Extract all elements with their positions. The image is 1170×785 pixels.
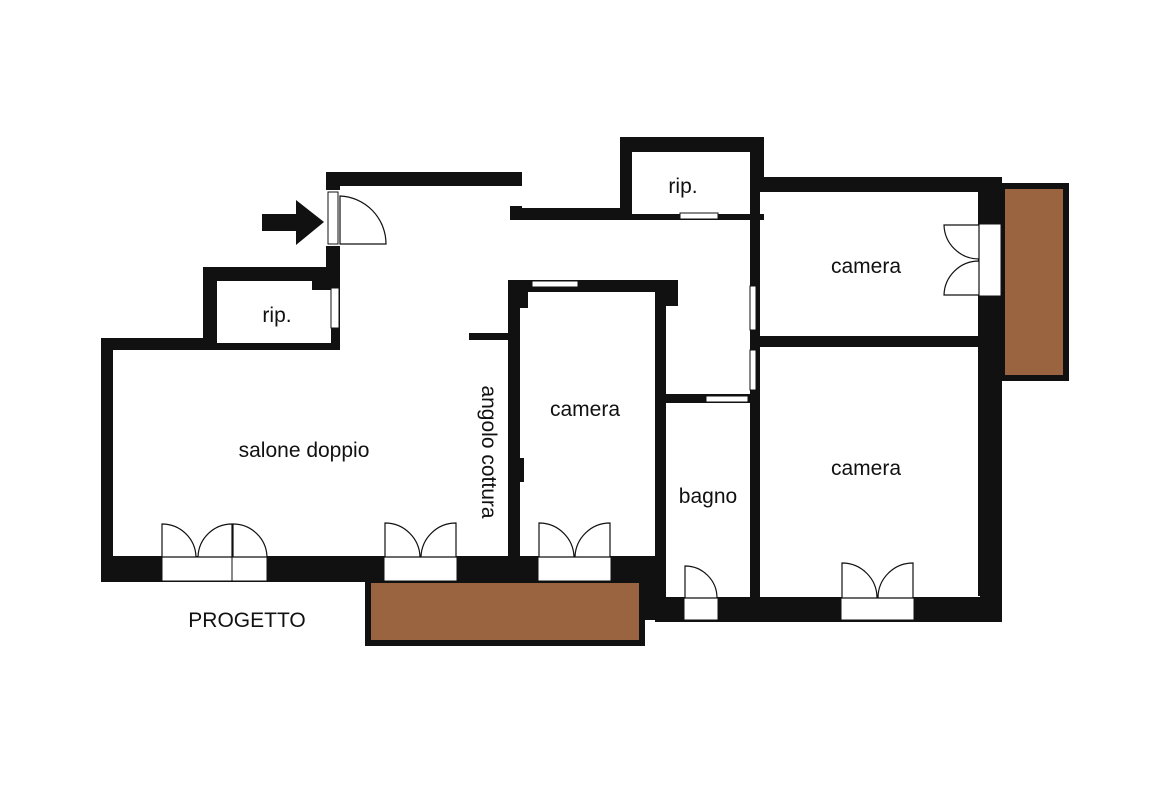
window (749, 285, 757, 331)
room-label-rip-top: rip. (668, 175, 697, 198)
balconies (365, 183, 1069, 646)
balcony-door-leaf[interactable] (841, 562, 878, 599)
balcony-door-leaf[interactable] (574, 522, 611, 558)
room-label-camera-right: camera (831, 457, 901, 480)
room-label-rip-left: rip. (262, 304, 291, 327)
balcony-door-leaf[interactable] (197, 523, 233, 558)
balcony-right (999, 183, 1069, 381)
bathroom-window-leaf[interactable] (684, 565, 718, 599)
arrow-right-icon (262, 200, 324, 245)
window (749, 349, 757, 391)
room-label-angolo-cottura: angolo cottura (477, 385, 500, 518)
entrance-door[interactable] (339, 195, 387, 245)
doors (161, 190, 1002, 621)
window (679, 212, 719, 220)
room-label-camera-center: camera (550, 398, 620, 421)
balcony-door-leaf[interactable] (232, 523, 268, 558)
balcony-door-leaf[interactable] (877, 562, 914, 599)
balcony-door-leaf[interactable] (538, 522, 575, 558)
room-label-camera-top-right: camera (831, 255, 901, 278)
balcony-door-leaf[interactable] (943, 224, 980, 260)
room-label-salone: salone doppio (239, 439, 370, 462)
window (531, 280, 579, 288)
balcony-door-leaf[interactable] (161, 523, 197, 558)
balcony-bottom (365, 577, 645, 646)
balcony-door-leaf[interactable] (420, 522, 457, 558)
windows (330, 212, 757, 403)
room-label-bagno: bagno (679, 485, 737, 508)
room-labels: salone doppio rip. rip. angolo cottura c… (239, 175, 902, 519)
balcony-door-leaf[interactable] (943, 260, 980, 296)
balcony-door-leaf[interactable] (384, 522, 421, 558)
window (705, 395, 749, 403)
plan-caption: PROGETTO (188, 609, 305, 632)
room-floors (113, 152, 980, 597)
window (330, 287, 340, 329)
